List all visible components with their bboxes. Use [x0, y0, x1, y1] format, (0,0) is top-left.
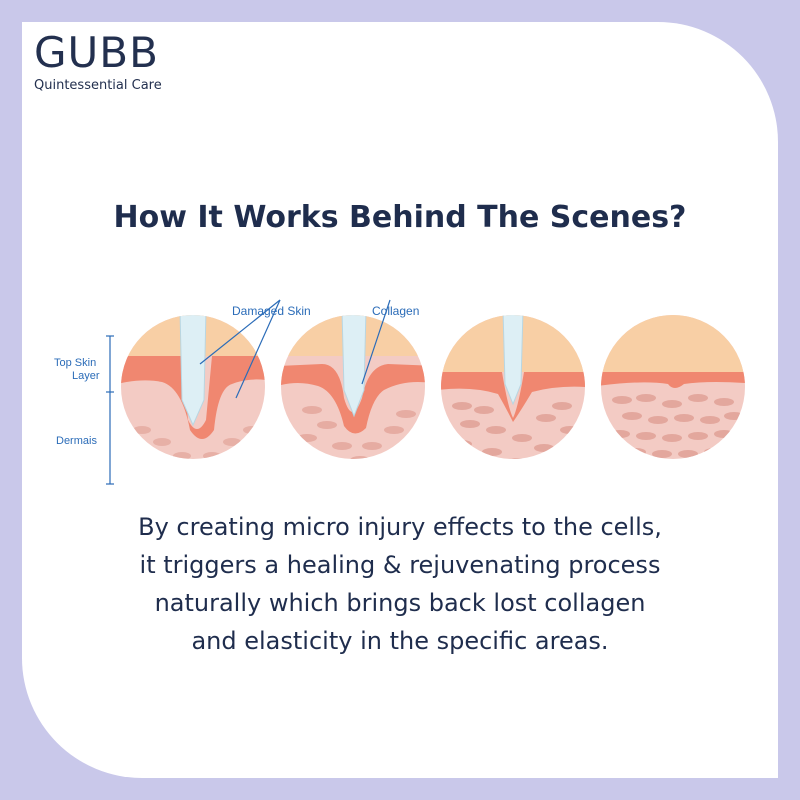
label-pointers [199, 299, 391, 399]
skin-stage-1 [121, 315, 265, 459]
skin-stage-3 [441, 315, 585, 459]
pointer-damaged-skin-a [199, 299, 281, 365]
content-card: GUBB Quintessential Care How It Works Be… [22, 22, 778, 778]
label-dermis: Dermais [56, 435, 97, 447]
pointer-collagen [361, 299, 391, 385]
pointer-damaged-skin-b [235, 299, 281, 399]
skin-stage-2 [281, 315, 425, 459]
brand-name: GUBB [34, 28, 159, 77]
brand-tagline: Quintessential Care [34, 78, 162, 93]
label-damaged-skin: Damaged Skin [232, 304, 311, 318]
label-top-skin-layer: Top Skin Layer [54, 357, 100, 382]
skin-healing-diagram: Damaged Skin Collagen Top Skin Layer Der… [54, 299, 745, 485]
layer-bracket [106, 335, 114, 485]
page-title: How It Works Behind The Scenes? [113, 200, 687, 235]
description-line: naturally which brings back lost collage… [154, 589, 646, 617]
description-text: By creating micro injury effects to the … [22, 508, 778, 660]
label-collagen: Collagen [372, 304, 419, 318]
description-line: it triggers a healing & rejuvenating pro… [139, 551, 661, 579]
description-line: By creating micro injury effects to the … [138, 513, 662, 541]
skin-stage-4 [601, 315, 745, 459]
description-line: and elasticity in the specific areas. [191, 627, 609, 655]
brand-logo: GUBB Quintessential Care [34, 30, 162, 94]
